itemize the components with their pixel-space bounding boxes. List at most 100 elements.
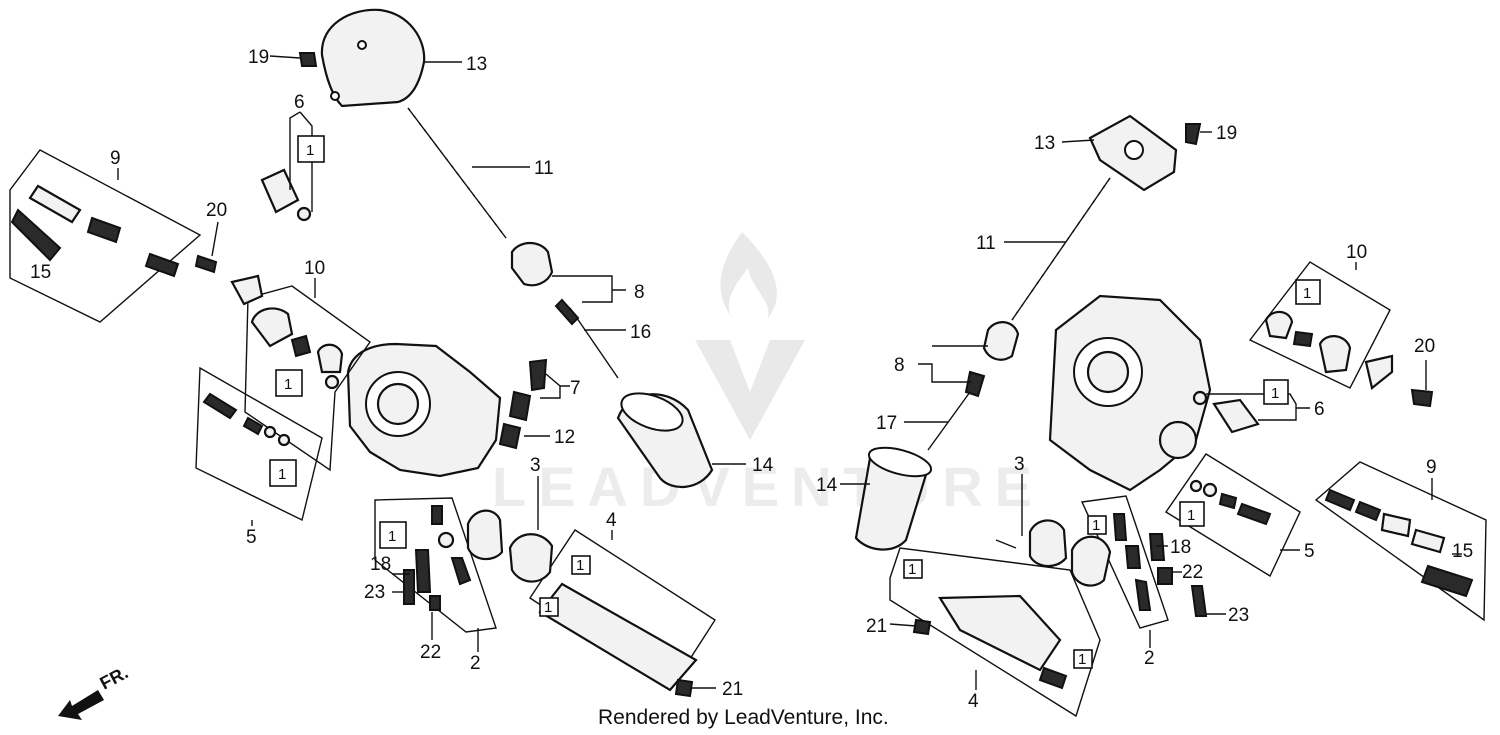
svg-text:1: 1 xyxy=(1271,385,1279,402)
kit-box-10-left xyxy=(244,285,371,472)
float-2-left xyxy=(508,533,554,583)
o-ring-right xyxy=(1192,390,1208,406)
fitting-right xyxy=(1410,528,1446,554)
float-pin-right xyxy=(995,539,1017,549)
boxed-one-label: 1 xyxy=(1263,379,1289,405)
callout-4: 4 xyxy=(606,510,617,531)
hose-right xyxy=(1420,564,1474,598)
kit-box-5-right xyxy=(1165,453,1301,578)
svg-text:1: 1 xyxy=(544,599,552,616)
callout-15: 15 xyxy=(1452,541,1473,562)
valve-left xyxy=(86,216,122,244)
bore-inner-right xyxy=(1086,350,1130,394)
boxed-one-label: 1 xyxy=(571,555,591,575)
piston-right xyxy=(982,321,1020,361)
jet-22-left xyxy=(429,595,441,611)
jet-18-left xyxy=(414,549,432,593)
bore-inner-left xyxy=(376,382,420,426)
callout-16: 16 xyxy=(630,322,651,343)
fitting-left xyxy=(28,184,82,224)
jet-2b-left xyxy=(450,557,472,586)
callout-19: 19 xyxy=(248,47,269,68)
washer-2-left xyxy=(437,531,455,549)
callout-14: 14 xyxy=(816,475,838,496)
callout-21: 21 xyxy=(866,616,887,637)
callout-18: 18 xyxy=(370,554,391,575)
elbow-right xyxy=(1212,398,1260,434)
callout-17: 17 xyxy=(876,413,897,434)
jet-22-right xyxy=(1157,567,1173,585)
callout-19: 19 xyxy=(1216,123,1237,144)
boxed-one-label: 1 xyxy=(903,559,923,579)
svg-text:1: 1 xyxy=(284,376,292,393)
screw-21-left xyxy=(674,678,694,698)
boxed-one-label: 1 xyxy=(1295,279,1321,305)
screw-5-left xyxy=(202,392,238,420)
callout-10: 10 xyxy=(304,258,325,279)
body-boss-right xyxy=(1158,420,1198,460)
jet-23-right xyxy=(1190,585,1208,617)
callout-3: 3 xyxy=(530,455,541,476)
callout-23: 23 xyxy=(1228,605,1249,626)
callout-22: 22 xyxy=(1182,562,1203,583)
jet-2c-right xyxy=(1134,578,1152,611)
plunger-left xyxy=(144,252,180,278)
funnel-mouth-left xyxy=(620,392,684,432)
callout-5: 5 xyxy=(1304,541,1315,562)
callout-18: 18 xyxy=(1170,537,1191,558)
callout-11: 11 xyxy=(534,158,554,179)
hose-left xyxy=(10,208,62,262)
valve-right xyxy=(1380,512,1412,538)
svg-text:1: 1 xyxy=(1078,651,1086,668)
spring-10-right xyxy=(1292,330,1314,348)
boxed-one-label: 1 xyxy=(1179,501,1205,527)
callout-13: 13 xyxy=(1034,133,1055,154)
spring-left-11 xyxy=(407,107,507,239)
kit-box-9-left xyxy=(9,149,202,323)
callout-20: 20 xyxy=(206,200,227,221)
boxed-one-label: 1 xyxy=(275,369,303,397)
left-carburetor-assembly: 1 1 1 1 1 1 19 13 6 11 9 20 15 10 8 xyxy=(9,8,774,700)
cover-hole xyxy=(357,40,367,50)
screw-7-left xyxy=(528,358,548,392)
callout-15: 15 xyxy=(30,262,51,283)
needle-clip-right xyxy=(964,370,986,398)
callout-8: 8 xyxy=(634,282,645,303)
jet-23-left xyxy=(403,569,415,605)
svg-text:1: 1 xyxy=(908,561,916,578)
jet-needle-left xyxy=(569,307,619,379)
spring-12-left xyxy=(508,390,532,422)
elbow-left xyxy=(260,168,300,214)
svg-text:1: 1 xyxy=(576,557,584,574)
svg-text:1: 1 xyxy=(388,528,396,545)
svg-text:1: 1 xyxy=(1187,507,1195,524)
callout-13: 13 xyxy=(466,54,487,75)
jet-2b-right xyxy=(1124,545,1142,569)
front-arrow-icon xyxy=(58,690,104,720)
float-2-right xyxy=(1070,535,1112,587)
callout-11: 11 xyxy=(976,233,996,254)
screw-left-19 xyxy=(298,52,318,67)
kit-box-5-left xyxy=(195,366,323,522)
front-label: FR. xyxy=(96,662,131,693)
callout-21: 21 xyxy=(722,679,743,700)
screw-20-right xyxy=(1410,388,1434,408)
piston-left xyxy=(510,241,554,287)
kit-box-4-right xyxy=(889,547,1101,718)
washer-5-right xyxy=(1202,482,1218,498)
callout-2: 2 xyxy=(1144,648,1155,669)
right-carburetor-assembly: 1 1 1 1 1 1 13 19 11 10 20 8 6 17 3 xyxy=(816,114,1487,718)
callout-5: 5 xyxy=(246,527,257,548)
callout-10: 10 xyxy=(1346,242,1367,263)
cover-10-left xyxy=(250,307,294,348)
spring-5-left xyxy=(242,416,264,436)
float-left xyxy=(466,509,504,561)
screw-21-right xyxy=(912,618,932,636)
spring-10-left xyxy=(290,334,312,358)
lever-left xyxy=(230,274,264,306)
screw-5-right xyxy=(1236,502,1272,526)
oring-10-left xyxy=(324,374,340,390)
screw-20-left xyxy=(194,254,218,274)
diaphragm-10-right xyxy=(1318,335,1352,374)
